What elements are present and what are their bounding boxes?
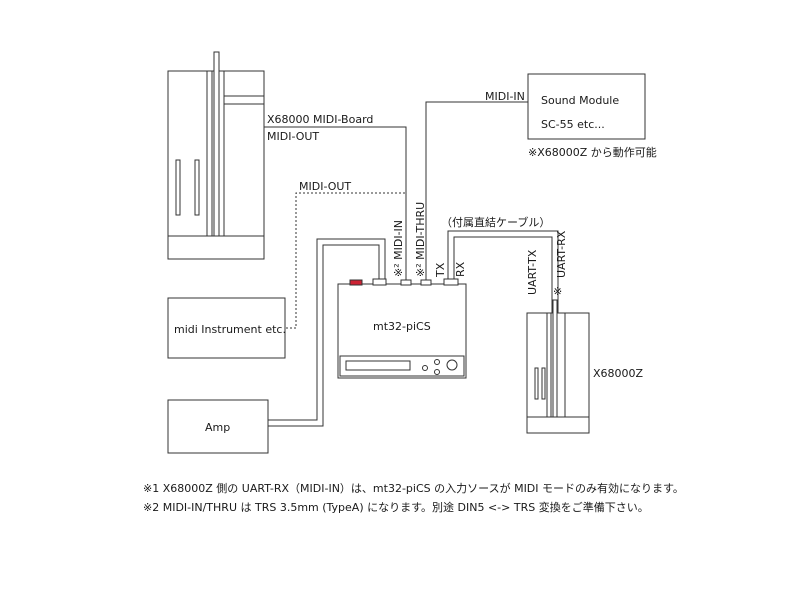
port-midi-thru-label: ※² MIDI-THRU <box>414 202 427 277</box>
midi-out-instrument-cable <box>286 192 406 329</box>
mt32-pics-device <box>337 278 467 379</box>
midi-in-port <box>400 279 412 286</box>
uart-tx-label: UART-TX <box>526 249 539 295</box>
serial-port <box>443 278 459 286</box>
audio-out-port <box>349 279 363 286</box>
uart-cable-outer <box>447 230 559 313</box>
port-rx-label: RX <box>454 261 467 277</box>
midi-out-board-cable <box>264 126 407 280</box>
footnote-2: ※2 MIDI-IN/THRU は TRS 3.5mm (TypeA) になりま… <box>143 501 649 514</box>
uart-rx-label: UART-RX <box>555 230 568 278</box>
footnote-1: ※1 X68000Z 側の UART-RX（MIDI-IN）は、mt32-piC… <box>143 482 684 495</box>
usb-port <box>372 278 387 286</box>
sound-module-box <box>527 73 646 140</box>
audio-cable-inner <box>268 244 380 427</box>
sound-module-model: SC-55 etc... <box>541 118 605 131</box>
midi-out-instrument-label: MIDI-OUT <box>299 180 351 193</box>
audio-cable-outer <box>268 238 386 421</box>
x68000z-computer <box>526 299 590 434</box>
amp-label: Amp <box>205 421 230 434</box>
midi-thru-cable <box>425 101 528 280</box>
midi-instrument-box <box>167 297 286 359</box>
cable-note-label: （付属直結ケーブル） <box>441 215 550 229</box>
x68000z-label: X68000Z <box>593 367 644 380</box>
uart-rx-note-mark: ※ <box>553 285 562 298</box>
mt32-label: mt32-piCS <box>373 320 431 333</box>
amp-box <box>167 399 269 454</box>
x68000-board-label: X68000 MIDI-Board <box>267 113 373 126</box>
midi-in-sound-module-label: MIDI-IN <box>485 90 525 103</box>
sound-module-note: ※X68000Z から動作可能 <box>528 145 657 159</box>
port-midi-in-label: ※² MIDI-IN <box>392 220 405 277</box>
midi-thru-port <box>420 279 432 286</box>
x68000-computer <box>167 51 265 260</box>
midi-out-board-label: MIDI-OUT <box>267 130 319 143</box>
uart-cable-inner <box>453 236 553 313</box>
port-tx-label: TX <box>434 262 447 278</box>
midi-instrument-label: midi Instrument etc. <box>174 323 286 336</box>
sound-module-name: Sound Module <box>541 94 619 107</box>
